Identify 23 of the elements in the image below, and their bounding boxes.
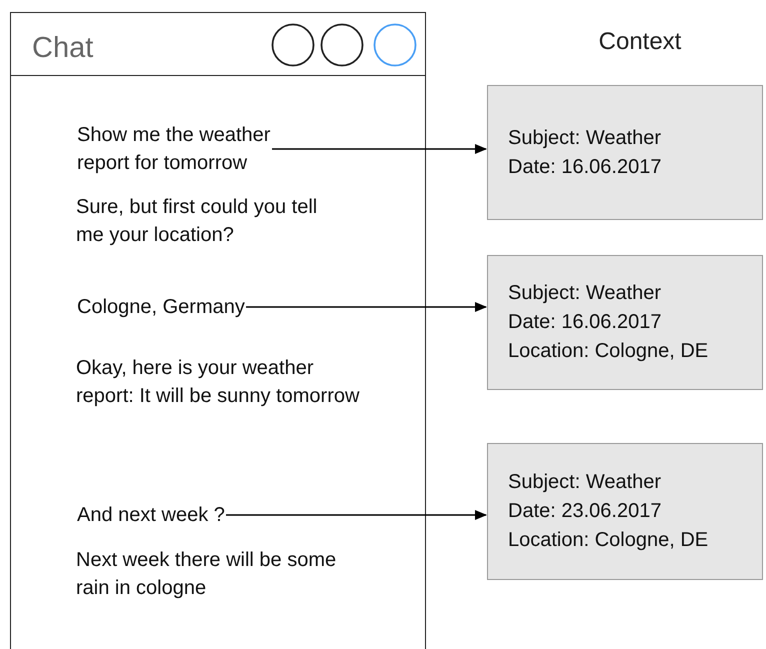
context-text: Date: 16.06.2017 — [508, 310, 662, 335]
arrow — [226, 510, 487, 520]
chat-message: Okay, here is your weather report: It will be sunny tomorrow — [76, 356, 360, 409]
chat-message: And next week ? — [77, 501, 226, 529]
context-text: Date: 23.06.2017 — [508, 499, 662, 524]
context-text: Location: Cologne, DE — [508, 339, 710, 364]
context-box — [487, 443, 763, 580]
context-text: Subject: Weather — [508, 281, 662, 306]
context-text: Subject: Weather — [508, 126, 662, 150]
context-text: Location: Cologne, DE — [508, 528, 710, 553]
chat-message: Cologne, Germany — [77, 293, 246, 321]
context-text: Date: 16.06.2017 — [508, 154, 662, 180]
chat-window — [10, 12, 426, 649]
chat-message: Next week there will be some rain in cologne — [76, 548, 338, 601]
context-box — [487, 255, 763, 390]
chat-message: Show me the weather report for tomorrow — [77, 121, 272, 177]
window-title: Chat — [32, 31, 94, 65]
arrow — [246, 302, 487, 312]
arrow — [272, 144, 487, 154]
context-box — [487, 85, 763, 220]
column-heading: Context — [598, 28, 682, 56]
chat-message: Sure, but first could you tell me your location? — [76, 195, 318, 248]
context-text: Subject: Weather — [508, 470, 662, 495]
